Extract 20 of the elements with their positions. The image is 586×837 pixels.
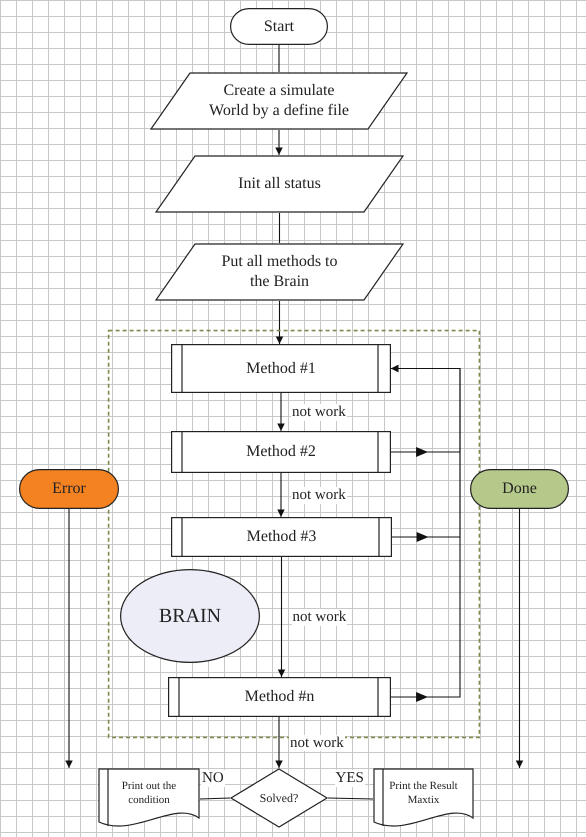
node-label: Method #1 [246, 358, 316, 378]
node-label: Put all methods to the Brain [220, 252, 338, 292]
node-label: Error [52, 479, 86, 499]
node-label: Done [502, 479, 537, 499]
edge-label: NO [201, 770, 225, 786]
edge-label: not work [292, 609, 348, 626]
node-label: BRAIN [158, 604, 222, 628]
edge-label: not work [291, 487, 347, 504]
node-label: Print out the condition [120, 780, 178, 808]
edge-label: not work [291, 404, 347, 420]
edge-label: YES [334, 770, 365, 786]
edge-label: not work [289, 734, 345, 751]
node-label: Method #3 [246, 527, 316, 547]
node-label: Create a simulate World by a define file [208, 81, 350, 121]
node-label: Init all status [238, 174, 321, 194]
node-label: Start [264, 16, 294, 36]
node-label: Method #n [244, 687, 314, 707]
node-label: Print the Result Maxtix [388, 780, 459, 808]
node-label: Method #2 [246, 442, 316, 462]
node-label: Solved? [260, 790, 298, 806]
